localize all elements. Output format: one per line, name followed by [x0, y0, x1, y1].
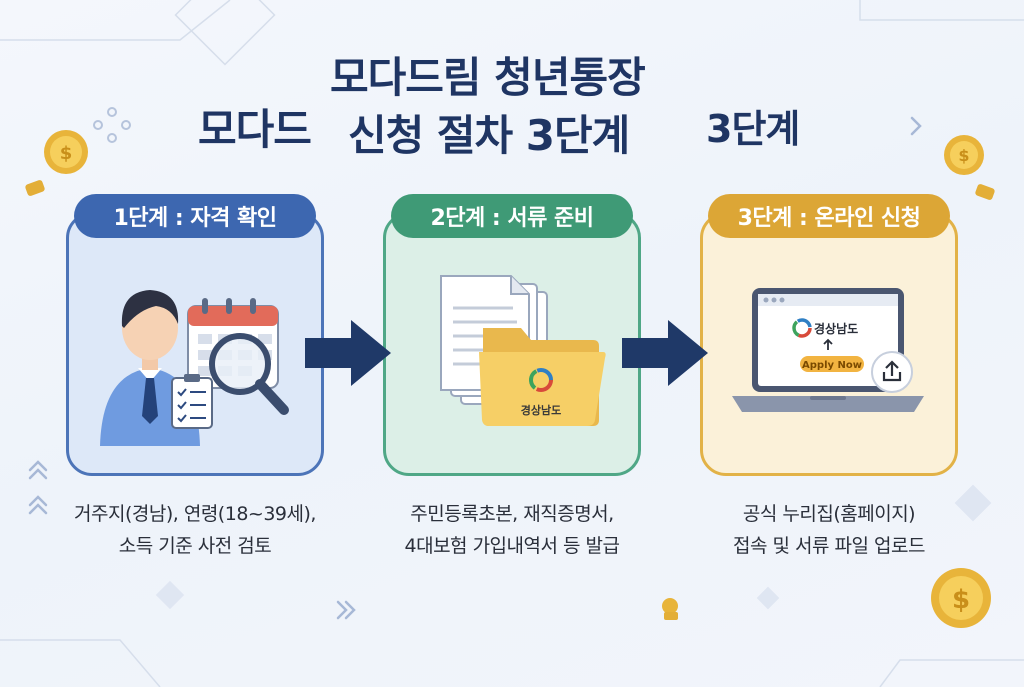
svg-text:$: $ — [958, 146, 969, 165]
chevron-up-icon — [28, 460, 48, 472]
folder-label: 경상남도 — [520, 404, 562, 417]
step3-description: 공식 누리집(홈페이지) 접속 및 서류 파일 업로드 — [679, 498, 979, 562]
step3-desc-line1: 공식 누리집(홈페이지) — [742, 503, 916, 525]
step1-desc-line2: 소득 기준 사전 검토 — [118, 535, 272, 557]
arrow-right-icon — [305, 320, 391, 386]
coin-icon — [662, 598, 678, 620]
checklist-icon — [171, 374, 213, 429]
svg-text:$: $ — [60, 143, 73, 164]
step3-desc-line2: 접속 및 서류 파일 업로드 — [733, 535, 925, 557]
svg-text:$: $ — [952, 585, 970, 615]
page-subtitle: 신청 절차 3단계 — [348, 111, 630, 160]
step2-illustration — [440, 275, 606, 426]
step1-illustration — [100, 290, 289, 446]
step2-label: 2단계 : 서류 준비 — [391, 194, 633, 238]
coin-icon: $ — [931, 568, 991, 628]
coin-icon: $ — [44, 130, 88, 174]
page-title: 모다드림 청년통장 — [330, 53, 646, 102]
step1-description: 거주지(경남), 연령(18~39세), 소득 기준 사전 검토 — [45, 498, 345, 562]
title-fragment-left: 모다드 — [198, 105, 312, 154]
magnifier-icon — [209, 333, 289, 415]
step2-description: 주민등록초본, 재직증명서, 4대보험 가입내역서 등 발급 — [362, 498, 662, 562]
coin-icon: $ — [944, 135, 984, 175]
step3-label: 3단계 : 온라인 신청 — [708, 194, 950, 238]
step2-desc-line2: 4대보험 가입내역서 등 발급 — [404, 535, 621, 557]
folder-icon — [479, 328, 606, 426]
step2-desc-line1: 주민등록초본, 재직증명서, — [410, 503, 614, 525]
site-name: 경상남도 — [814, 322, 859, 336]
title-fragment-right: 3단계 — [706, 107, 800, 151]
apply-now-button: Apply Now — [802, 360, 862, 371]
laptop-icon — [732, 288, 924, 412]
step1-label: 1단계 : 자격 확인 — [74, 194, 316, 238]
step3-illustration — [732, 288, 924, 412]
upload-icon — [871, 351, 913, 393]
arrow-right-icon — [622, 320, 708, 386]
step1-desc-line1: 거주지(경남), 연령(18~39세), — [74, 503, 316, 525]
chevron-up-icon — [28, 495, 48, 507]
